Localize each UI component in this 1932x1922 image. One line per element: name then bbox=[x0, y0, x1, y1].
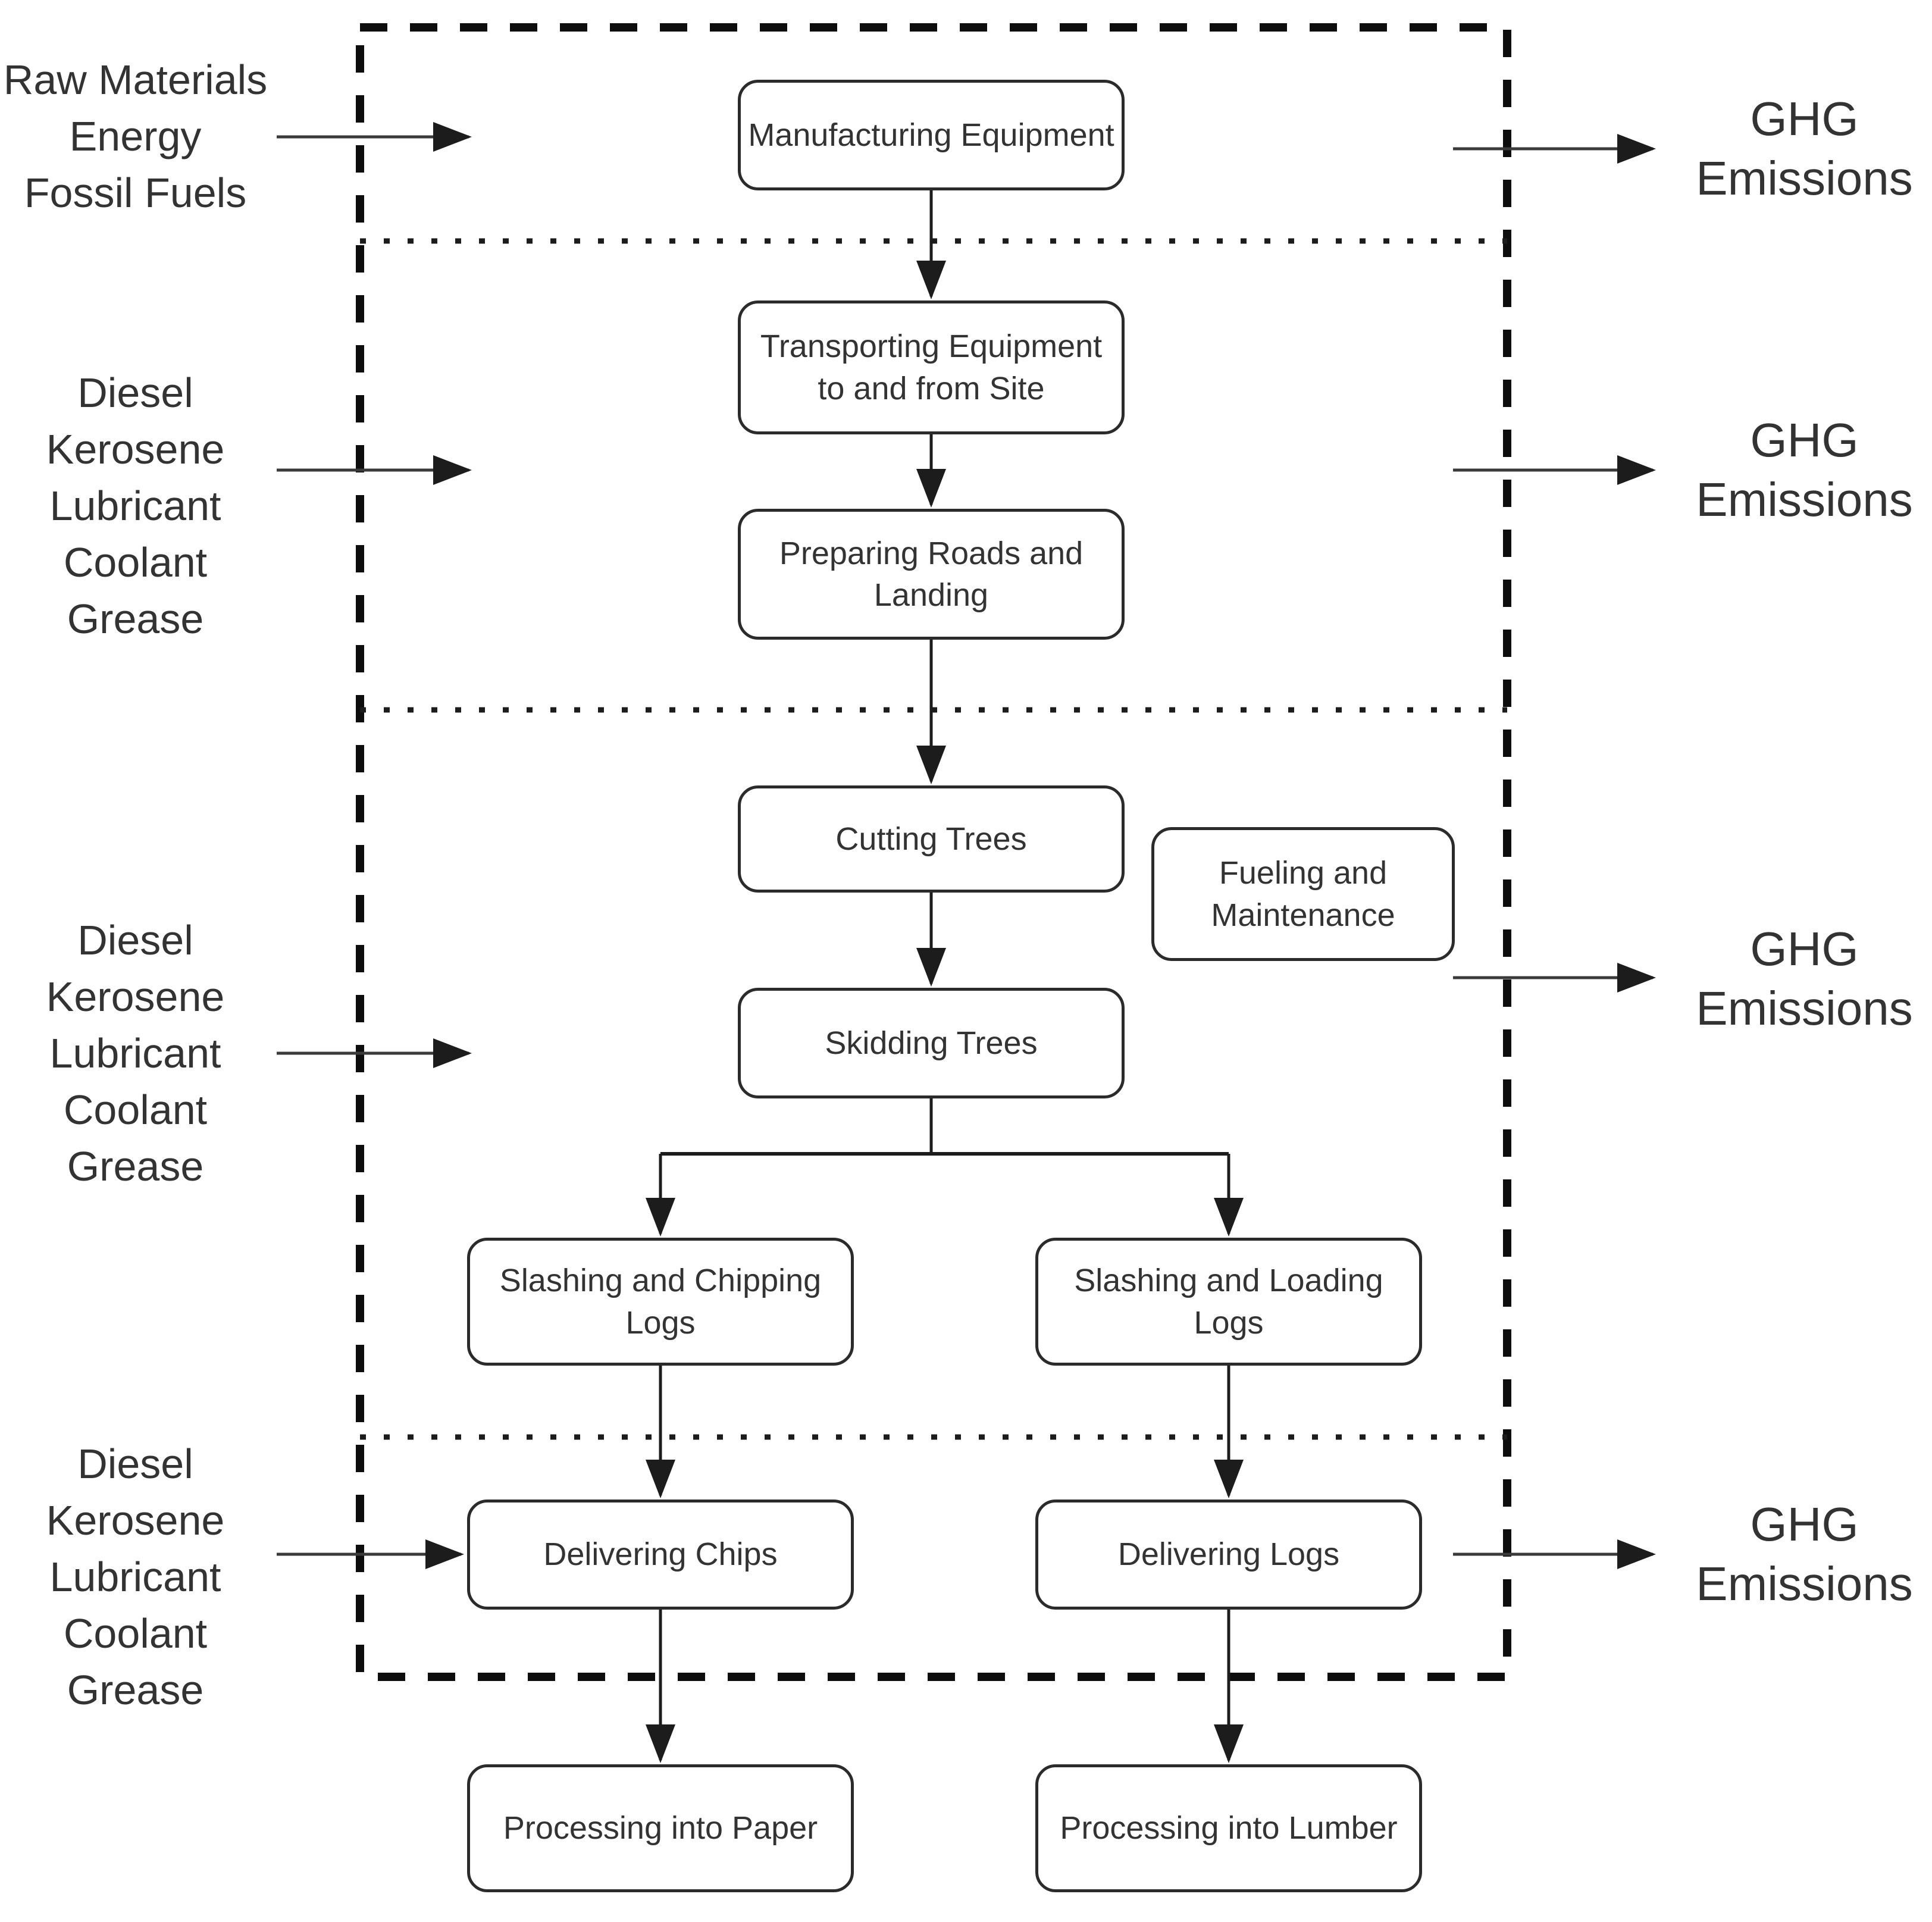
input-label-line: Kerosene bbox=[46, 1497, 225, 1544]
node-delivering-chips: Delivering Chips bbox=[467, 1500, 854, 1610]
node-processing-into-paper: Processing into Paper bbox=[467, 1764, 854, 1892]
output-label-line: Emissions bbox=[1696, 152, 1913, 205]
input-label-line: Kerosene bbox=[46, 426, 225, 472]
output-label-ghg-1: GHG Emissions bbox=[1678, 89, 1931, 208]
node-label: Processing into Lumber bbox=[1060, 1810, 1398, 1846]
node-fueling-maintenance: Fueling and Maintenance bbox=[1151, 827, 1455, 961]
node-label: Preparing Roads and Landing bbox=[779, 535, 1084, 613]
node-slashing-loading-logs: Slashing and Loading Logs bbox=[1035, 1238, 1422, 1366]
input-label-consumables-1: Diesel Kerosene Lubricant Coolant Grease bbox=[3, 365, 268, 647]
input-label-line: Energy bbox=[69, 113, 202, 159]
input-label-line: Coolant bbox=[63, 1087, 208, 1133]
node-label: Skidding Trees bbox=[825, 1025, 1038, 1061]
input-label-raw-materials: Raw Materials Energy Fossil Fuels bbox=[3, 52, 268, 221]
output-label-line: Emissions bbox=[1696, 982, 1913, 1035]
input-label-line: Diesel bbox=[77, 1441, 193, 1487]
input-label-line: Lubricant bbox=[49, 1554, 221, 1600]
input-label-line: Fossil Fuels bbox=[24, 170, 247, 216]
output-label-line: GHG bbox=[1750, 1498, 1859, 1551]
node-manufacturing-equipment: Manufacturing Equipment bbox=[738, 80, 1125, 190]
node-label: Cutting Trees bbox=[835, 821, 1027, 857]
output-label-ghg-2: GHG Emissions bbox=[1678, 411, 1931, 530]
node-label: Processing into Paper bbox=[503, 1810, 818, 1846]
node-processing-into-lumber: Processing into Lumber bbox=[1035, 1764, 1422, 1892]
node-preparing-roads-landing: Preparing Roads and Landing bbox=[738, 509, 1125, 640]
output-label-line: Emissions bbox=[1696, 1557, 1913, 1610]
input-label-consumables-3: Diesel Kerosene Lubricant Coolant Grease bbox=[3, 1436, 268, 1718]
input-label-line: Lubricant bbox=[49, 483, 221, 529]
node-skidding-trees: Skidding Trees bbox=[738, 988, 1125, 1098]
input-label-line: Kerosene bbox=[46, 973, 225, 1020]
output-label-ghg-4: GHG Emissions bbox=[1678, 1495, 1931, 1614]
output-label-line: GHG bbox=[1750, 414, 1859, 467]
system-boundary-dashed-box bbox=[356, 23, 1511, 1681]
node-label: Manufacturing Equipment bbox=[748, 117, 1114, 153]
node-label: Fueling and Maintenance bbox=[1211, 855, 1395, 933]
output-label-ghg-3: GHG Emissions bbox=[1678, 919, 1931, 1038]
node-slashing-chipping-logs: Slashing and Chipping Logs bbox=[467, 1238, 854, 1366]
input-label-line: Diesel bbox=[77, 917, 193, 963]
input-label-line: Grease bbox=[67, 596, 204, 642]
node-cutting-trees: Cutting Trees bbox=[738, 785, 1125, 893]
output-label-line: GHG bbox=[1750, 92, 1859, 145]
input-label-line: Grease bbox=[67, 1667, 204, 1713]
input-label-line: Raw Materials bbox=[3, 57, 268, 103]
node-label: Slashing and Loading Logs bbox=[1074, 1263, 1383, 1341]
input-label-consumables-2: Diesel Kerosene Lubricant Coolant Grease bbox=[3, 912, 268, 1195]
input-label-line: Diesel bbox=[77, 370, 193, 416]
node-delivering-logs: Delivering Logs bbox=[1035, 1500, 1422, 1610]
node-label: Delivering Chips bbox=[543, 1536, 778, 1573]
input-label-line: Coolant bbox=[63, 1610, 208, 1657]
node-label: Transporting Equipment to and from Site bbox=[760, 328, 1103, 406]
node-label: Slashing and Chipping Logs bbox=[499, 1263, 822, 1341]
node-label: Delivering Logs bbox=[1117, 1536, 1340, 1573]
output-label-line: Emissions bbox=[1696, 473, 1913, 526]
node-transporting-equipment: Transporting Equipment to and from Site bbox=[738, 300, 1125, 434]
input-label-line: Coolant bbox=[63, 539, 208, 586]
input-label-line: Lubricant bbox=[49, 1030, 221, 1076]
input-label-line: Grease bbox=[67, 1143, 204, 1189]
output-label-line: GHG bbox=[1750, 922, 1859, 975]
